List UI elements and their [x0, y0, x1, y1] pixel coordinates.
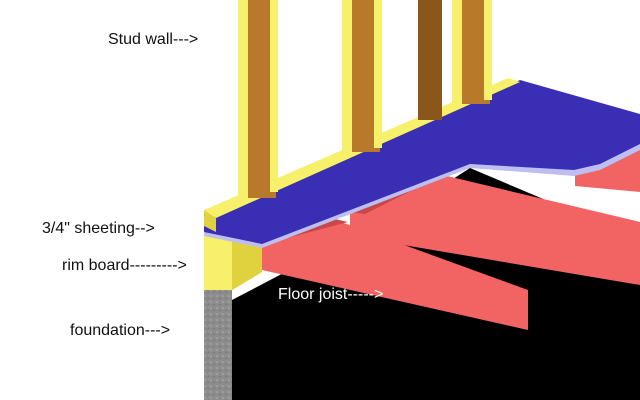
stud-wall-label: Stud wall---> — [108, 31, 199, 48]
floor-joist-label: Floor joist-----> — [278, 286, 384, 303]
rim-board-label: rim board---------> — [62, 257, 187, 274]
stud-3-face — [452, 0, 462, 108]
stud-1-face — [238, 0, 248, 202]
bottom-plate-front — [204, 210, 216, 232]
stud-back — [418, 0, 442, 120]
stud-2-edge — [374, 0, 382, 148]
front-floor-joist — [262, 218, 528, 330]
foundation-label: foundation---> — [70, 322, 171, 339]
stud-1-edge — [270, 0, 278, 192]
stud-3-edge — [484, 0, 492, 100]
foundation — [204, 290, 232, 400]
rim-board — [204, 226, 232, 290]
stud-2-face — [342, 0, 352, 156]
sheeting-label: 3/4" sheeting--> — [42, 220, 155, 237]
middle-floor-joist — [350, 172, 640, 285]
sheeting — [204, 80, 640, 244]
